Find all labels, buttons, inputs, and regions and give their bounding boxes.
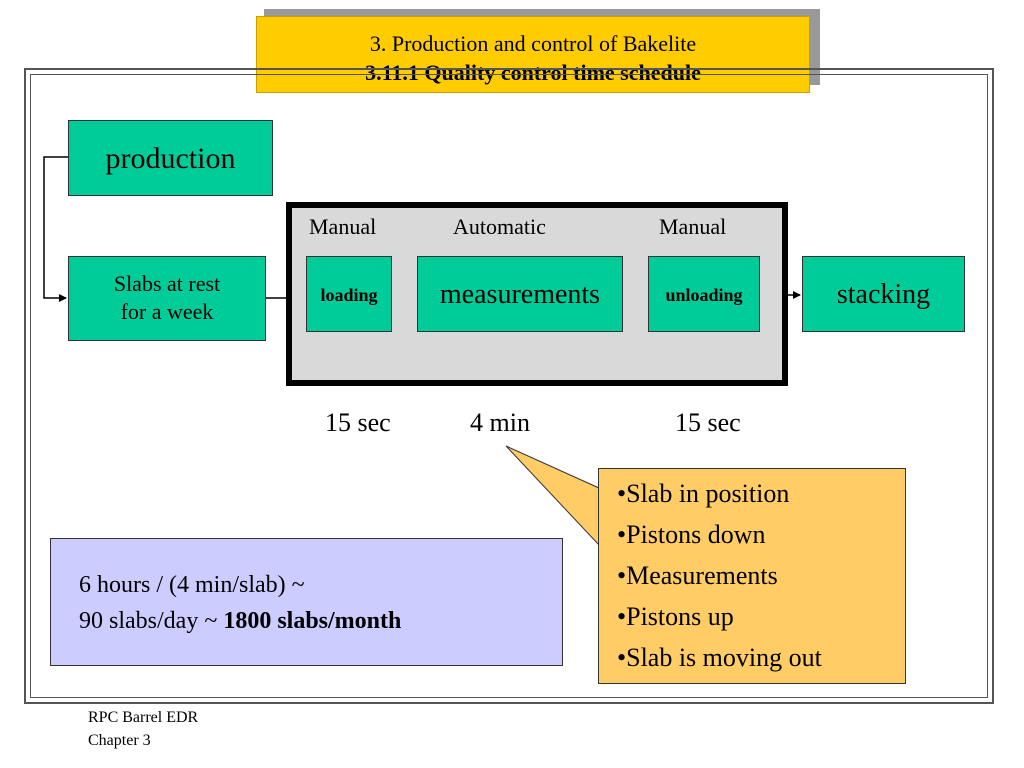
production-box: production (68, 120, 273, 196)
content-frame (24, 68, 994, 704)
throughput-line-2: 90 slabs/day ~ 1800 slabs/month (79, 603, 562, 639)
throughput-daily: 90 slabs/day ~ (79, 608, 224, 634)
production-to-slabs-arrow (43, 156, 68, 302)
measurement-time: 4 min (470, 408, 530, 437)
unloading-mode-label: Manual (659, 214, 727, 239)
title-line-1: 3. Production and control of Bakelite (369, 31, 697, 56)
throughput-box: 6 hours / (4 min/slab) ~ 90 slabs/day ~ … (50, 538, 563, 666)
measurement-mode-label: Automatic (453, 214, 546, 239)
slide-title: 3. Production and control of Bakelite 3.… (256, 16, 810, 93)
step-item: •Pistons down (617, 520, 766, 549)
measurements-box: measurements (417, 256, 623, 332)
step-item: •Slab in position (617, 479, 790, 508)
step-item: •Slab is moving out (617, 643, 822, 672)
slabs-at-rest-box: Slabs at rest for a week (68, 256, 266, 341)
footer-line-1: RPC Barrel EDR (88, 709, 199, 726)
measurement-steps-callout: •Slab in position •Pistons down •Measure… (598, 468, 906, 684)
unloading-time: 15 sec (675, 408, 741, 437)
title-line-2: 3.11.1 Quality control time schedule (365, 60, 701, 85)
content-frame-inner (30, 74, 988, 698)
loading-time: 15 sec (325, 408, 391, 437)
loading-box: loading (306, 256, 392, 332)
callout-pointer (505, 445, 600, 547)
throughput-monthly: 1800 slabs/month (223, 608, 402, 634)
throughput-line-1: 6 hours / (4 min/slab) ~ (79, 572, 305, 598)
stacking-box: stacking (802, 256, 965, 332)
slide-footer: RPC Barrel EDR Chapter 3 (88, 706, 198, 752)
footer-line-2: Chapter 3 (88, 732, 151, 749)
slabs-line-1: Slabs at rest (113, 271, 221, 296)
step-item: •Pistons up (617, 602, 734, 631)
step-item: •Measurements (617, 561, 778, 590)
slabs-line-2: for a week (120, 299, 214, 324)
loading-mode-label: Manual (309, 214, 377, 239)
unloading-box: unloading (648, 256, 760, 332)
